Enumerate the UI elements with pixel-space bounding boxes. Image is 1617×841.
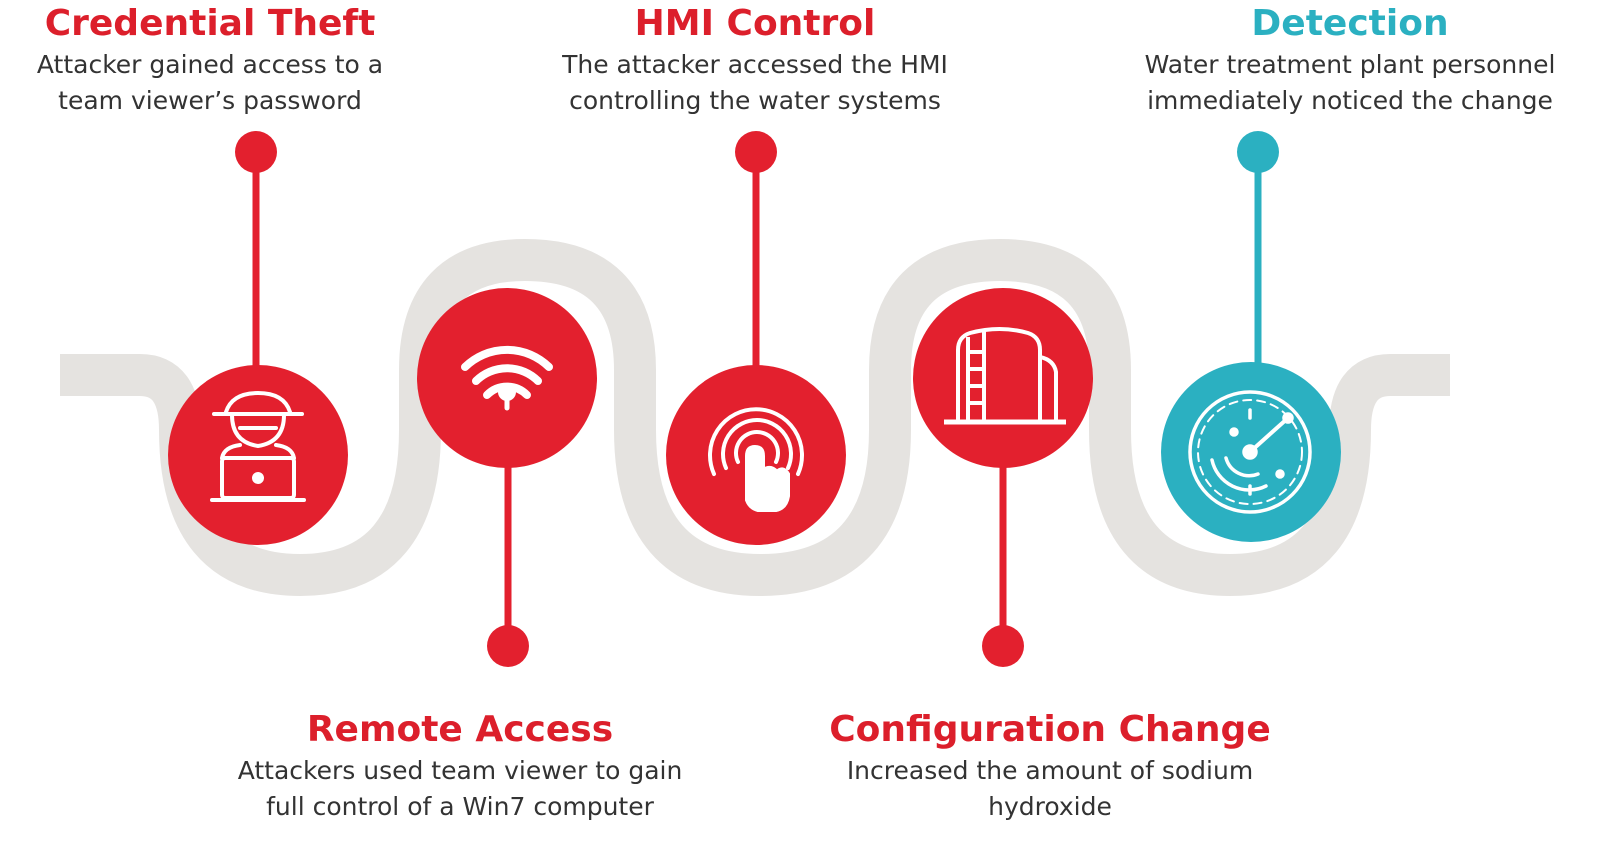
step-title: Configuration Change bbox=[829, 709, 1271, 750]
step-title: HMI Control bbox=[634, 3, 876, 44]
step-node-remote-access bbox=[417, 288, 597, 468]
step-description-line: The attacker accessed the HMI bbox=[562, 50, 948, 79]
step-node-configuration-change bbox=[913, 288, 1093, 468]
step-node-credential-theft bbox=[168, 365, 348, 545]
step-description-line: Attackers used team viewer to gain bbox=[237, 756, 683, 785]
step-node-hmi-control bbox=[666, 365, 846, 545]
step-label-configuration-change: Configuration Change Increased the amoun… bbox=[780, 708, 1320, 824]
connector-dot-remote-access bbox=[487, 625, 529, 667]
step-label-hmi-control: HMI Control The attacker accessed the HM… bbox=[520, 2, 990, 118]
step-node-detection bbox=[1161, 362, 1341, 542]
radar-icon bbox=[1188, 390, 1312, 514]
step-description-line: immediately noticed the change bbox=[1147, 86, 1553, 115]
connectors bbox=[235, 131, 1279, 667]
timeline-path bbox=[60, 239, 1450, 596]
connector-dot-credential-theft bbox=[235, 131, 277, 173]
step-title: Remote Access bbox=[306, 709, 614, 750]
step-label-detection: Detection Water treatment plant personne… bbox=[1085, 2, 1615, 118]
connector-dot-configuration-change bbox=[982, 625, 1024, 667]
hacker-laptop-icon bbox=[210, 391, 306, 502]
step-description-line: hydroxide bbox=[988, 792, 1112, 821]
step-description-line: controlling the water systems bbox=[569, 86, 941, 115]
step-label-remote-access: Remote Access Attackers used team viewer… bbox=[195, 708, 725, 824]
touch-tap-icon bbox=[708, 407, 804, 512]
step-title: Detection bbox=[1251, 3, 1449, 44]
connector-dot-hmi-control bbox=[735, 131, 777, 173]
step-title: Credential Theft bbox=[44, 3, 376, 44]
storage-tank-icon bbox=[944, 327, 1066, 425]
step-label-credential-theft: Credential Theft Attacker gained access … bbox=[0, 2, 420, 118]
step-description-line: team viewer’s password bbox=[58, 86, 362, 115]
wifi-icon bbox=[461, 345, 553, 411]
connector-dot-detection bbox=[1237, 131, 1279, 173]
step-description-line: Water treatment plant personnel bbox=[1144, 50, 1556, 79]
step-description-line: full control of a Win7 computer bbox=[266, 792, 654, 821]
step-description-line: Increased the amount of sodium bbox=[846, 756, 1254, 785]
step-description-line: Attacker gained access to a bbox=[36, 50, 384, 79]
